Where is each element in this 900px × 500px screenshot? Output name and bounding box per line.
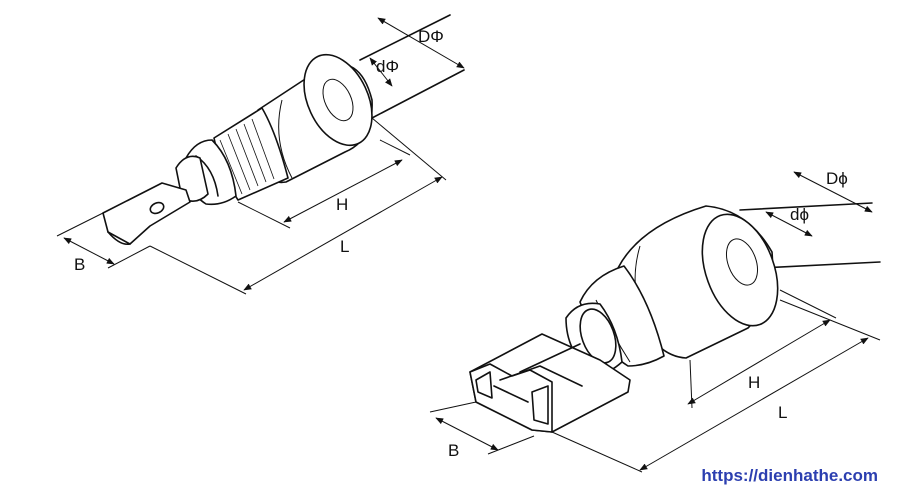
male-label-B: B (74, 255, 85, 274)
male-label-d: dΦ (376, 57, 399, 76)
female-label-d: dϕ (790, 205, 809, 224)
male-spade-blade (102, 182, 191, 246)
male-sleeve-end (303, 53, 373, 147)
male-spade-hole (149, 201, 165, 215)
male-label-H: H (336, 195, 348, 214)
female-dimensions (429, 171, 881, 473)
female-label-B: B (448, 441, 459, 460)
female-label-H: H (748, 373, 760, 392)
male-terminal (102, 14, 465, 246)
male-dimensions (56, 17, 465, 295)
female-label-L: L (778, 403, 787, 422)
male-label-L: L (340, 237, 349, 256)
female-label-D: Dϕ (826, 169, 848, 188)
watermark-link[interactable]: https://dienhathe.com (701, 466, 878, 485)
female-terminal (469, 202, 881, 433)
male-label-D: DΦ (418, 27, 444, 46)
